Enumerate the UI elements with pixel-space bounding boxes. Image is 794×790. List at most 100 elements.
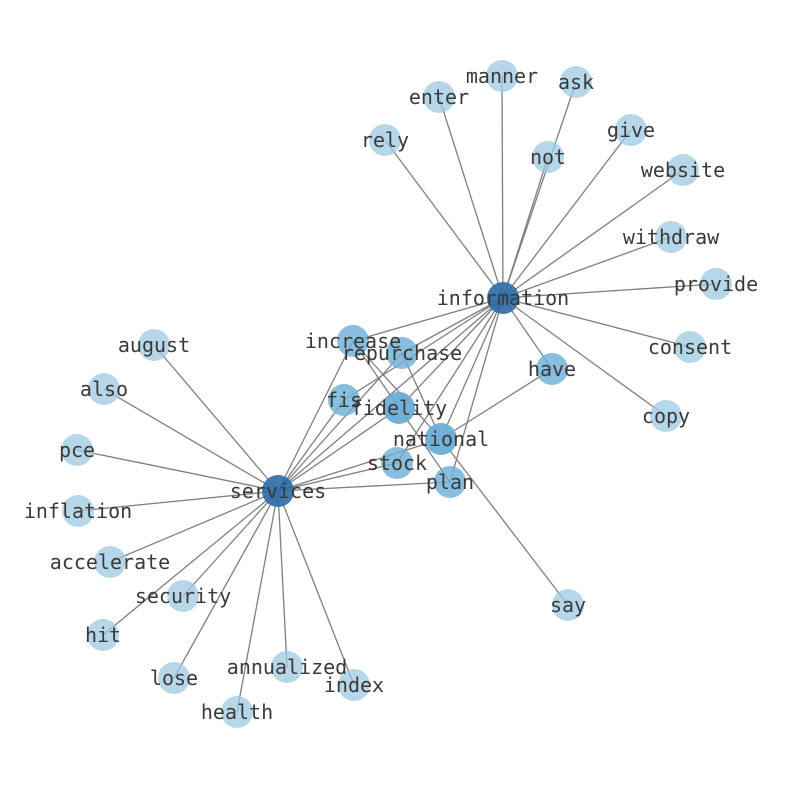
edge-services-inflation [77,490,279,512]
node-fis [328,384,360,416]
node-label-pce: pce [59,438,95,462]
node-also [88,373,120,405]
node-label-not: not [530,145,566,169]
node-label-give: give [607,118,655,142]
node-august [138,329,170,361]
node-label-stock: stock [367,451,427,475]
edge-services-pce [76,449,279,492]
node-consent [674,331,706,363]
node-layer [61,60,732,728]
edge-information-repurchase [401,297,504,354]
node-rely [369,124,401,156]
edge-services-index [277,490,355,686]
edge-information-copy [502,297,667,417]
node-ask [560,66,592,98]
node-increase [337,325,369,357]
edge-services-stock [277,462,398,492]
node-label-national: national [393,427,489,451]
node-label-inflation: inflation [24,499,132,523]
node-label-say: say [550,593,586,617]
edge-information-give [502,129,632,299]
edge-information-manner [501,75,504,299]
node-repurchase [386,337,418,369]
node-withdraw [655,221,687,253]
node-label-ask: ask [558,70,594,94]
node-accelerate [94,546,126,578]
edge-information-national [440,297,504,440]
node-label-enter: enter [409,85,469,109]
node-provide [700,268,732,300]
node-give [615,114,647,146]
edge-information-plan [449,297,504,483]
node-not [532,141,564,173]
edge-services-health [236,490,279,713]
node-national [425,423,457,455]
node-website [667,154,699,186]
node-fidelity [383,392,415,424]
node-label-consent: consent [648,335,732,359]
node-label-withdraw: withdraw [623,225,720,249]
node-label-plan: plan [426,470,474,494]
edge-information-stock [396,297,504,464]
edge-information-not [502,156,549,299]
node-label-fis: fis [326,388,362,412]
edge-services-repurchase [277,352,403,492]
node-index [338,669,370,701]
node-label-accelerate: accelerate [50,550,170,574]
node-hit [87,619,119,651]
edge-national-say [440,438,569,606]
edge-services-increase [277,340,354,492]
edge-information-withdraw [502,236,672,299]
node-label-manner: manner [466,64,538,88]
node-label-copy: copy [642,404,690,428]
edge-national-have [440,368,553,440]
node-label-fidelity: fidelity [351,396,447,420]
edge-services-also [103,388,279,492]
node-label-rely: rely [361,128,409,152]
node-enter [423,81,455,113]
edge-services-august [153,344,279,492]
node-pce [61,434,93,466]
node-label-have: have [528,357,576,381]
edge-services-national [277,438,442,492]
label-layer: information services national fidelity incre… [24,64,758,724]
edge-services-fis [277,399,345,492]
node-label-services: services [230,479,326,503]
node-label-also: also [80,377,128,401]
edge-services-fidelity [277,407,400,492]
node-plan [434,466,466,498]
node-annualized [271,651,303,683]
edge-information-fis [343,297,504,401]
node-label-provide: provide [674,272,758,296]
node-health [221,696,253,728]
node-label-website: website [641,158,725,182]
node-have [536,353,568,385]
node-label-hit: hit [85,623,121,647]
edge-national-increase [352,340,442,440]
node-inflation [62,495,94,527]
node-say [552,589,584,621]
edge-services-security [182,490,279,597]
edge-services-accelerate [109,490,279,563]
node-services [262,475,294,507]
edge-information-rely [384,139,504,299]
node-label-information: information [437,286,569,310]
edge-information-provide [502,283,717,299]
edge-services-plan [277,481,451,492]
node-label-annualized: annualized [227,655,347,679]
edge-information-enter [438,96,504,299]
node-manner [486,60,518,92]
edge-services-lose [173,490,279,679]
node-label-health: health [201,700,273,724]
node-label-index: index [324,673,384,697]
node-security [167,580,199,612]
node-lose [158,662,190,694]
node-label-lose: lose [150,666,198,690]
node-copy [650,400,682,432]
node-label-security: security [135,584,231,608]
node-information [487,282,519,314]
node-label-increase: increase [305,329,401,353]
node-label-august: august [118,333,190,357]
edge-information-fidelity [398,297,504,409]
